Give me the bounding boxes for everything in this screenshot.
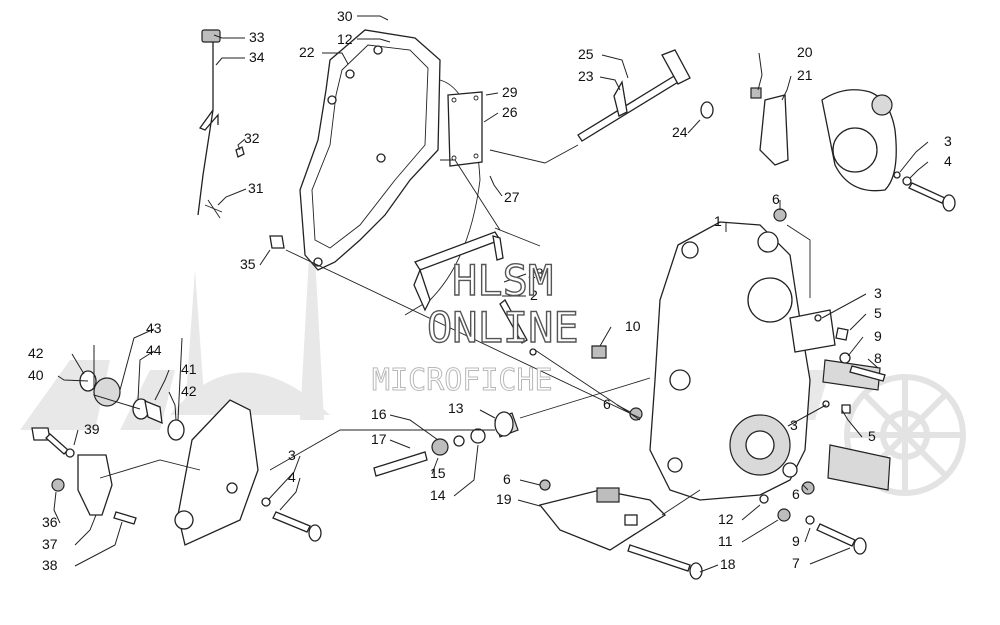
callout-3: 3 [790,417,798,433]
callout-12: 12 [718,511,734,527]
callout-1: 1 [714,213,722,229]
callout-20: 20 [797,44,813,60]
callout-16: 16 [371,406,387,422]
callout-3: 3 [530,308,538,324]
callout-43: 43 [146,320,162,336]
callout-42: 42 [28,345,44,361]
callout-13: 13 [448,400,464,416]
chaincase-housing [649,221,811,501]
shift-shaft [577,49,714,142]
callout-34: 34 [249,49,265,65]
callout-8: 8 [874,350,882,366]
dipstick-assembly [197,29,245,219]
callout-19: 19 [496,491,512,507]
callout-40: 40 [28,367,44,383]
callout-14: 14 [430,487,446,503]
callout-4: 4 [288,469,296,485]
callout-6: 6 [792,486,800,502]
callout-2: 2 [530,287,538,303]
left-bearing-stack [79,370,185,441]
callout-15: 15 [430,465,446,481]
callout-21: 21 [797,67,813,83]
callout-labels: 30 12 33 34 22 25 23 20 21 29 26 24 32 3… [28,8,952,573]
callout-23: 23 [578,68,594,84]
inspection-plate [447,91,483,167]
callout-11: 11 [718,533,733,549]
callout-6: 6 [603,396,611,412]
watermark: HLSM ONLINE MICROFICHE [372,255,580,398]
output-shafts [789,309,891,491]
bracket [538,479,703,580]
callout-4: 4 [944,153,952,169]
callout-42: 42 [181,383,197,399]
callout-17: 17 [371,431,387,447]
callout-5: 5 [874,305,882,321]
callout-31: 31 [248,180,264,196]
left-lower-fasteners [31,427,137,525]
left-cover-plate [174,399,322,546]
bolt-35 [269,235,285,249]
bolt-upper-right [893,171,956,212]
callout-6: 6 [503,471,511,487]
callout-24: 24 [672,124,688,140]
callout-36: 36 [42,514,58,530]
callout-28: 28 [528,265,544,281]
callout-6: 6 [772,191,780,207]
callout-29: 29 [502,84,518,100]
shift-lever [750,87,897,192]
callout-35: 35 [240,256,256,272]
callout-3: 3 [874,285,882,301]
callout-44: 44 [146,342,162,358]
callout-5: 5 [868,428,876,444]
callout-33: 33 [249,29,265,45]
callout-41: 41 [181,361,197,377]
callout-7: 7 [792,555,800,571]
watermark-line-1: HLSM [452,256,553,305]
watermark-line-2: ONLINE [427,303,579,352]
callout-3: 3 [288,447,296,463]
callout-39: 39 [84,421,100,437]
callout-9: 9 [874,328,882,344]
callout-26: 26 [502,104,518,120]
callout-25: 25 [578,46,594,62]
callout-3: 3 [944,133,952,149]
callout-30: 30 [337,8,353,24]
callout-38: 38 [42,557,58,573]
callout-27: 27 [504,189,520,205]
callout-10: 10 [625,318,641,334]
tensioner-bar [413,231,607,359]
leader-lines [53,15,929,573]
callout-9: 9 [792,533,800,549]
callout-37: 37 [42,536,58,552]
callout-18: 18 [720,556,736,572]
callout-32: 32 [244,130,260,146]
right-fasteners [629,208,886,555]
callout-22: 22 [299,44,315,60]
adjuster-assembly [373,411,519,477]
watermark-line-3: MICROFICHE [372,363,553,398]
callout-12: 12 [337,31,353,47]
